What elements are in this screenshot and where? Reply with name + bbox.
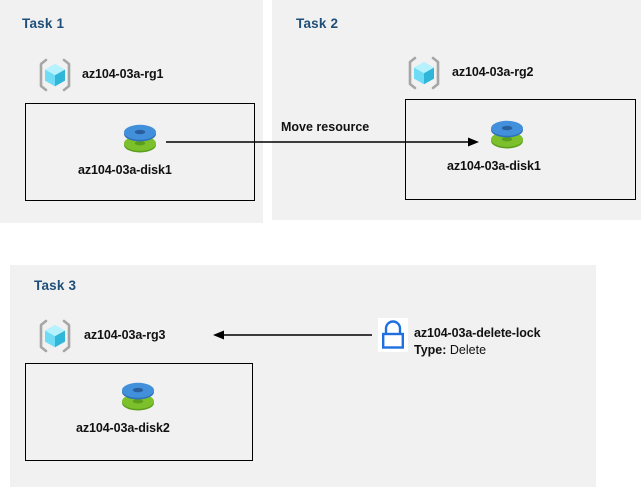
managed-disk-icon-svg [122,382,154,411]
managed-disk-icon-svg [124,124,156,153]
resource-group-icon [35,316,75,356]
resource-box-task-2 [405,99,636,200]
managed-disk-icon [120,116,160,156]
panel-task-2 [272,0,641,220]
resource-group-label-rg1: az104-03a-rg1 [82,67,164,81]
resource-box-task-3 [25,363,253,461]
panel-task-3-title: Task 3 [34,278,77,293]
managed-disk-icon [487,112,527,152]
panel-task-1-title: Task 1 [22,16,65,31]
connector-move-resource-label: Move resource [281,120,370,134]
resource-group-icon [404,53,444,93]
managed-disk-icon-svg [491,120,523,149]
resource-group-icon-svg [39,319,71,353]
managed-disk-icon [118,374,158,414]
resource-label-task-3-disk2: az104-03a-disk2 [76,421,170,435]
resource-group-icon [35,55,75,95]
resource-box-task-1 [25,103,255,201]
resource-group-icon-svg [408,56,440,90]
lock-type-value: Delete [449,343,487,357]
panel-task-2-title: Task 2 [296,16,339,31]
panel-task-1 [0,0,263,223]
connector-move-resource [166,137,479,147]
resource-label-task-2-disk1: az104-03a-disk1 [447,159,541,173]
lock-icon-svg [378,318,408,352]
resource-group-label-rg3: az104-03a-rg3 [84,328,166,342]
resource-label-task-1-disk1: az104-03a-disk1 [78,163,172,177]
lock-label: az104-03a-delete-lock [414,326,541,340]
resource-group-label-rg2: az104-03a-rg2 [452,65,534,79]
lock-icon [378,318,408,352]
lock-type-key: Type: [414,343,447,357]
panel-task-3 [10,265,596,487]
connector-lock-to-rg3 [213,330,372,340]
resource-group-icon-svg [39,58,71,92]
lock-type-row: Type: Delete [414,343,486,357]
